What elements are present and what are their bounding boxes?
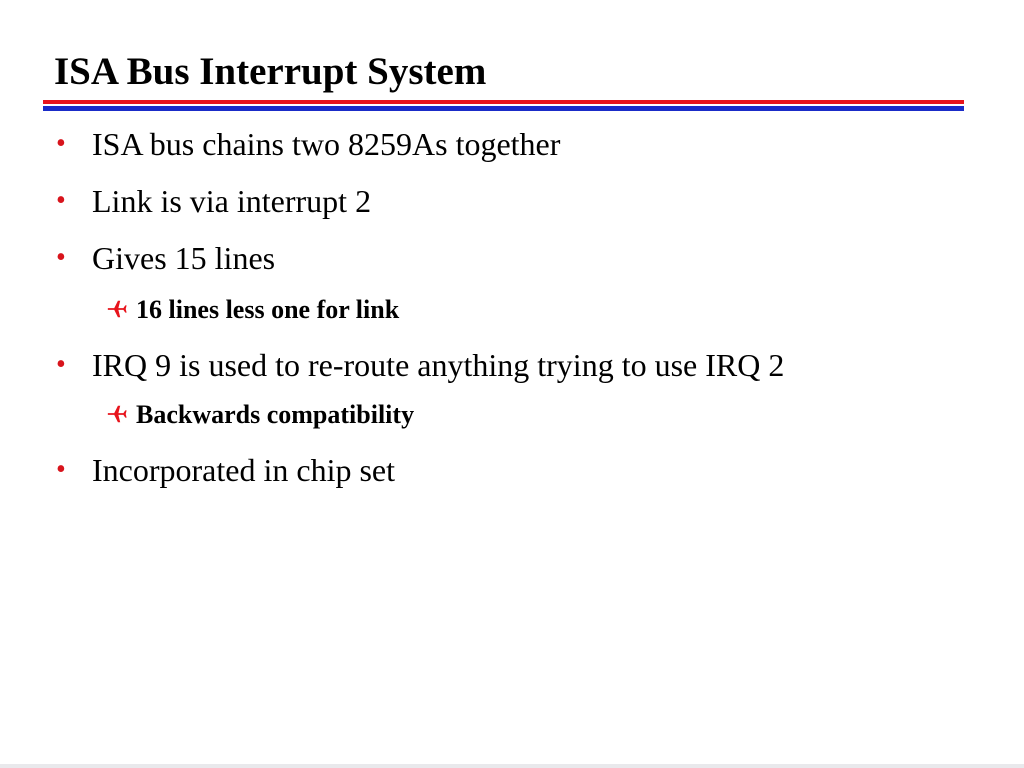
bullet-text: ISA bus chains two 8259As together bbox=[92, 126, 561, 162]
bullet-item: • Link is via interrupt 2 bbox=[56, 181, 371, 221]
bullet-item: • IRQ 9 is used to re-route anything tryi… bbox=[56, 345, 784, 385]
bullet-item: • Incorporated in chip set bbox=[56, 450, 395, 490]
bullet-text: IRQ 9 is used to re-route anything tryin… bbox=[92, 347, 785, 383]
slide-title: ISA Bus Interrupt System bbox=[54, 50, 487, 93]
sub-bullet-item: Backwards compatibility bbox=[106, 399, 414, 431]
bullet-item: • Gives 15 lines bbox=[56, 238, 275, 278]
round-bullet-icon: • bbox=[56, 185, 66, 216]
round-bullet-icon: • bbox=[56, 349, 66, 380]
bullet-text: Gives 15 lines bbox=[92, 240, 276, 276]
round-bullet-icon: • bbox=[56, 128, 66, 159]
airplane-arrow-icon bbox=[106, 399, 136, 431]
round-bullet-icon: • bbox=[56, 454, 66, 485]
bullet-text: Link is via interrupt 2 bbox=[92, 183, 372, 219]
title-rule-blue bbox=[43, 106, 964, 111]
footer-divider bbox=[0, 764, 1024, 768]
bullet-item: • ISA bus chains two 8259As together bbox=[56, 124, 560, 164]
sub-bullet-text: 16 lines less one for link bbox=[136, 295, 400, 324]
sub-bullet-item: 16 lines less one for link bbox=[106, 294, 399, 326]
bullet-text: Incorporated in chip set bbox=[92, 452, 395, 488]
round-bullet-icon: • bbox=[56, 242, 66, 273]
sub-bullet-text: Backwards compatibility bbox=[136, 400, 415, 429]
title-rule-red bbox=[43, 100, 964, 104]
airplane-arrow-icon bbox=[106, 294, 136, 326]
